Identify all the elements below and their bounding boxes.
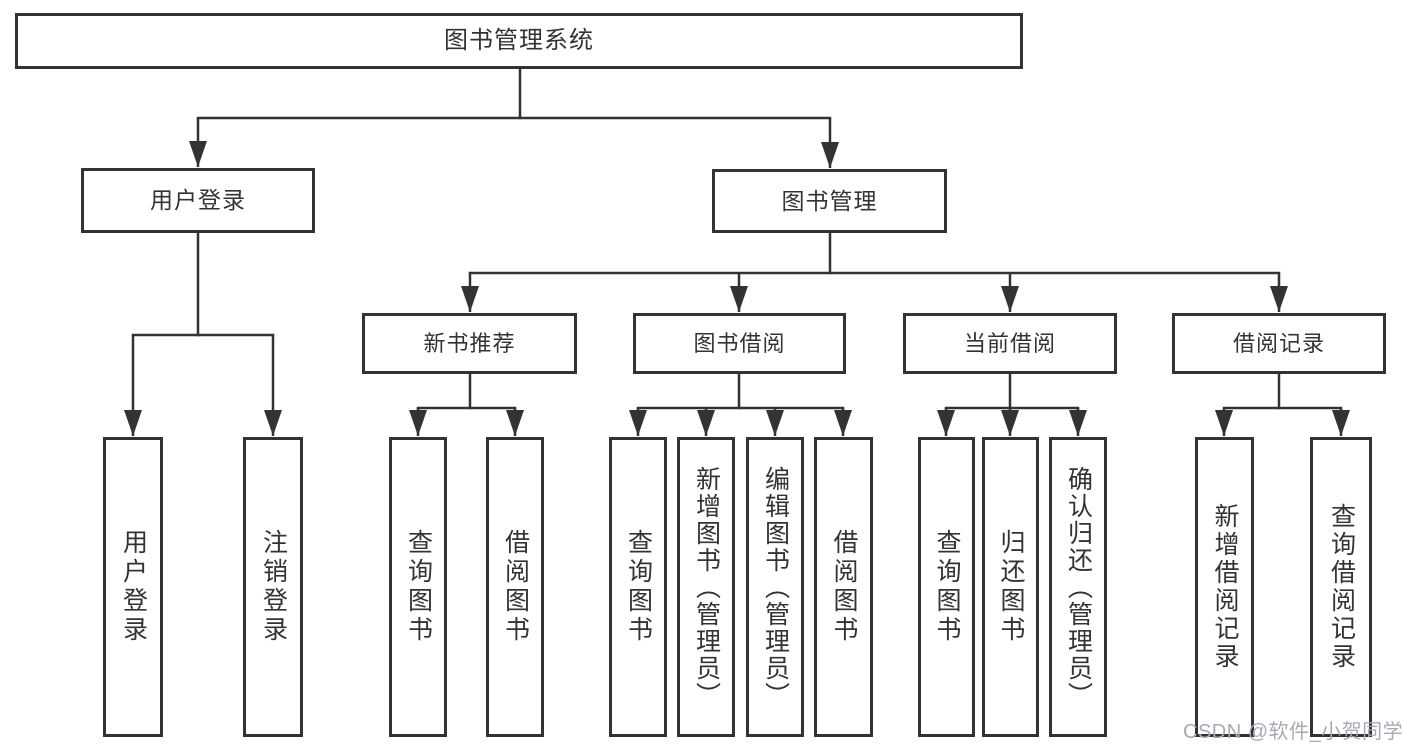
node-book-management: 图书管理 [712, 169, 947, 233]
node-leaf-bb-add-books-admin: 新增图书（管理员） [677, 437, 735, 737]
node-leaf-nbr-query-books-label: 查询图书 [404, 529, 433, 645]
node-leaf-br-query-record: 查询借阅记录 [1310, 437, 1372, 737]
node-leaf-bb-borrow-books-label: 借阅图书 [830, 529, 858, 645]
node-current-borrowing-label: 当前借阅 [963, 330, 1056, 356]
node-new-book-recommend-label: 新书推荐 [423, 330, 516, 356]
node-book-management-label: 图书管理 [781, 187, 878, 214]
node-book-borrowing-label: 图书借阅 [693, 330, 786, 356]
node-leaf-br-add-record-label: 新增借阅记录 [1211, 503, 1239, 671]
node-new-book-recommend: 新书推荐 [362, 313, 577, 374]
node-book-borrowing: 图书借阅 [633, 313, 846, 374]
node-leaf-logout: 注销登录 [243, 437, 303, 737]
node-leaf-cb-confirm-return-admin-label: 确认归还（管理员） [1064, 465, 1093, 709]
node-leaf-bb-borrow-books: 借阅图书 [814, 437, 873, 737]
node-leaf-br-add-record: 新增借阅记录 [1195, 437, 1254, 737]
connector-arrows [124, 118, 1350, 436]
node-root: 图书管理系统 [15, 13, 1023, 69]
node-borrowing-records-label: 借阅记录 [1232, 330, 1325, 356]
node-leaf-logout-label: 注销登录 [259, 529, 288, 645]
node-leaf-cb-return-books: 归还图书 [982, 437, 1039, 737]
node-leaf-user-login: 用户登录 [103, 437, 163, 737]
node-leaf-cb-query-books: 查询图书 [918, 437, 975, 737]
node-leaf-br-query-record-label: 查询借阅记录 [1327, 503, 1356, 671]
node-leaf-nbr-borrow-books-label: 借阅图书 [501, 529, 530, 645]
node-current-borrowing: 当前借阅 [903, 313, 1117, 374]
node-leaf-nbr-query-books: 查询图书 [389, 437, 447, 737]
node-user-login: 用户登录 [81, 168, 315, 233]
csdn-watermark: CSDN @软件_小贺同学 [1183, 721, 1404, 743]
connector-elbows [131, 67, 1343, 410]
node-leaf-bb-edit-books-admin-label: 编辑图书（管理员） [761, 465, 790, 709]
node-leaf-user-login-label: 用户登录 [119, 529, 148, 645]
node-root-label: 图书管理系统 [444, 27, 594, 55]
node-leaf-cb-query-books-label: 查询图书 [933, 529, 961, 645]
node-leaf-cb-confirm-return-admin: 确认归还（管理员） [1049, 437, 1107, 737]
node-user-login-label: 用户登录 [150, 187, 246, 214]
node-leaf-cb-return-books-label: 归还图书 [997, 529, 1025, 645]
node-leaf-bb-edit-books-admin: 编辑图书（管理员） [746, 437, 804, 737]
node-leaf-bb-query-books-label: 查询图书 [624, 529, 653, 645]
node-leaf-bb-query-books: 查询图书 [609, 437, 667, 737]
node-borrowing-records: 借阅记录 [1172, 313, 1386, 374]
node-leaf-bb-add-books-admin-label: 新增图书（管理员） [692, 465, 721, 709]
node-leaf-nbr-borrow-books: 借阅图书 [486, 437, 544, 737]
